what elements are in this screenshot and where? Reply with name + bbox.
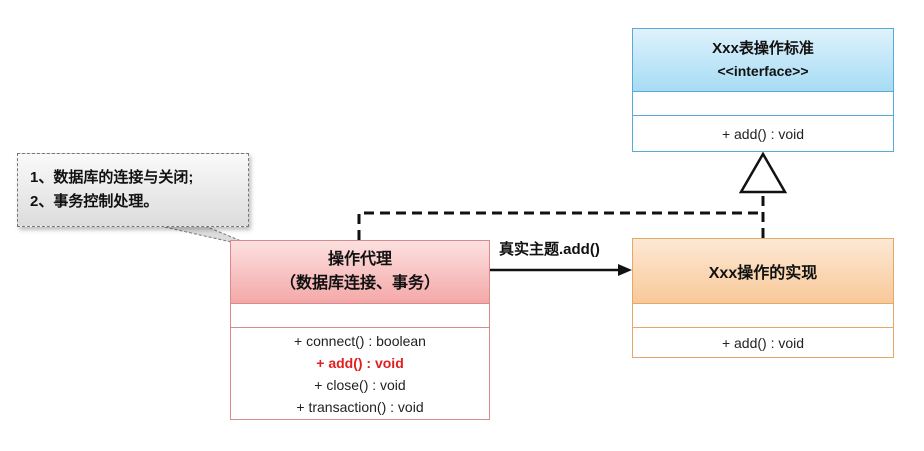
proxy-operations-section: + connect() : boolean + add() : void + c… xyxy=(231,328,489,419)
real-attributes-section xyxy=(633,304,893,328)
note-callout[interactable]: 1、数据库的连接与关闭; 2、事务控制处理。 xyxy=(17,153,249,227)
realization-arrowhead xyxy=(738,151,788,194)
proxy-realization-line xyxy=(357,211,763,240)
proxy-operation: + transaction() : void xyxy=(296,398,424,415)
interface-operation: + add() : void xyxy=(721,125,805,142)
note-line: 2、事务控制处理。 xyxy=(30,193,159,210)
real-operations-section: + add() : void xyxy=(633,328,893,357)
interface-attributes-section xyxy=(633,92,893,116)
real-class-title: Xxx操作的实现 xyxy=(708,265,818,282)
real-operation: + add() : void xyxy=(721,334,805,351)
interface-operations-section: + add() : void xyxy=(633,116,893,151)
real-subject-class-box[interactable]: Xxx操作的实现 + add() : void xyxy=(632,238,894,358)
real-class-header: Xxx操作的实现 xyxy=(633,239,893,304)
proxy-operation-highlighted: + add() : void xyxy=(316,354,404,371)
proxy-class-box[interactable]: 操作代理 （数据库连接、事务） + connect() : boolean + … xyxy=(230,240,490,420)
proxy-class-subtitle: （数据库连接、事务） xyxy=(279,275,440,292)
association-label: 真实主题.add() xyxy=(499,241,600,258)
proxy-class-header: 操作代理 （数据库连接、事务） xyxy=(231,241,489,304)
proxy-operation: + close() : void xyxy=(314,376,406,393)
proxy-class-title: 操作代理 xyxy=(327,251,392,268)
interface-class-header: Xxx表操作标准 <<interface>> xyxy=(633,29,893,92)
note-line: 1、数据库的连接与关闭; xyxy=(30,169,194,186)
interface-stereotype: <<interface>> xyxy=(717,63,809,79)
association-arrowhead xyxy=(618,264,632,276)
proxy-operation: + connect() : boolean xyxy=(294,332,426,349)
interface-class-title: Xxx表操作标准 xyxy=(712,40,814,57)
proxy-attributes-section xyxy=(231,304,489,328)
interface-class-box[interactable]: Xxx表操作标准 <<interface>> + add() : void xyxy=(632,28,894,152)
